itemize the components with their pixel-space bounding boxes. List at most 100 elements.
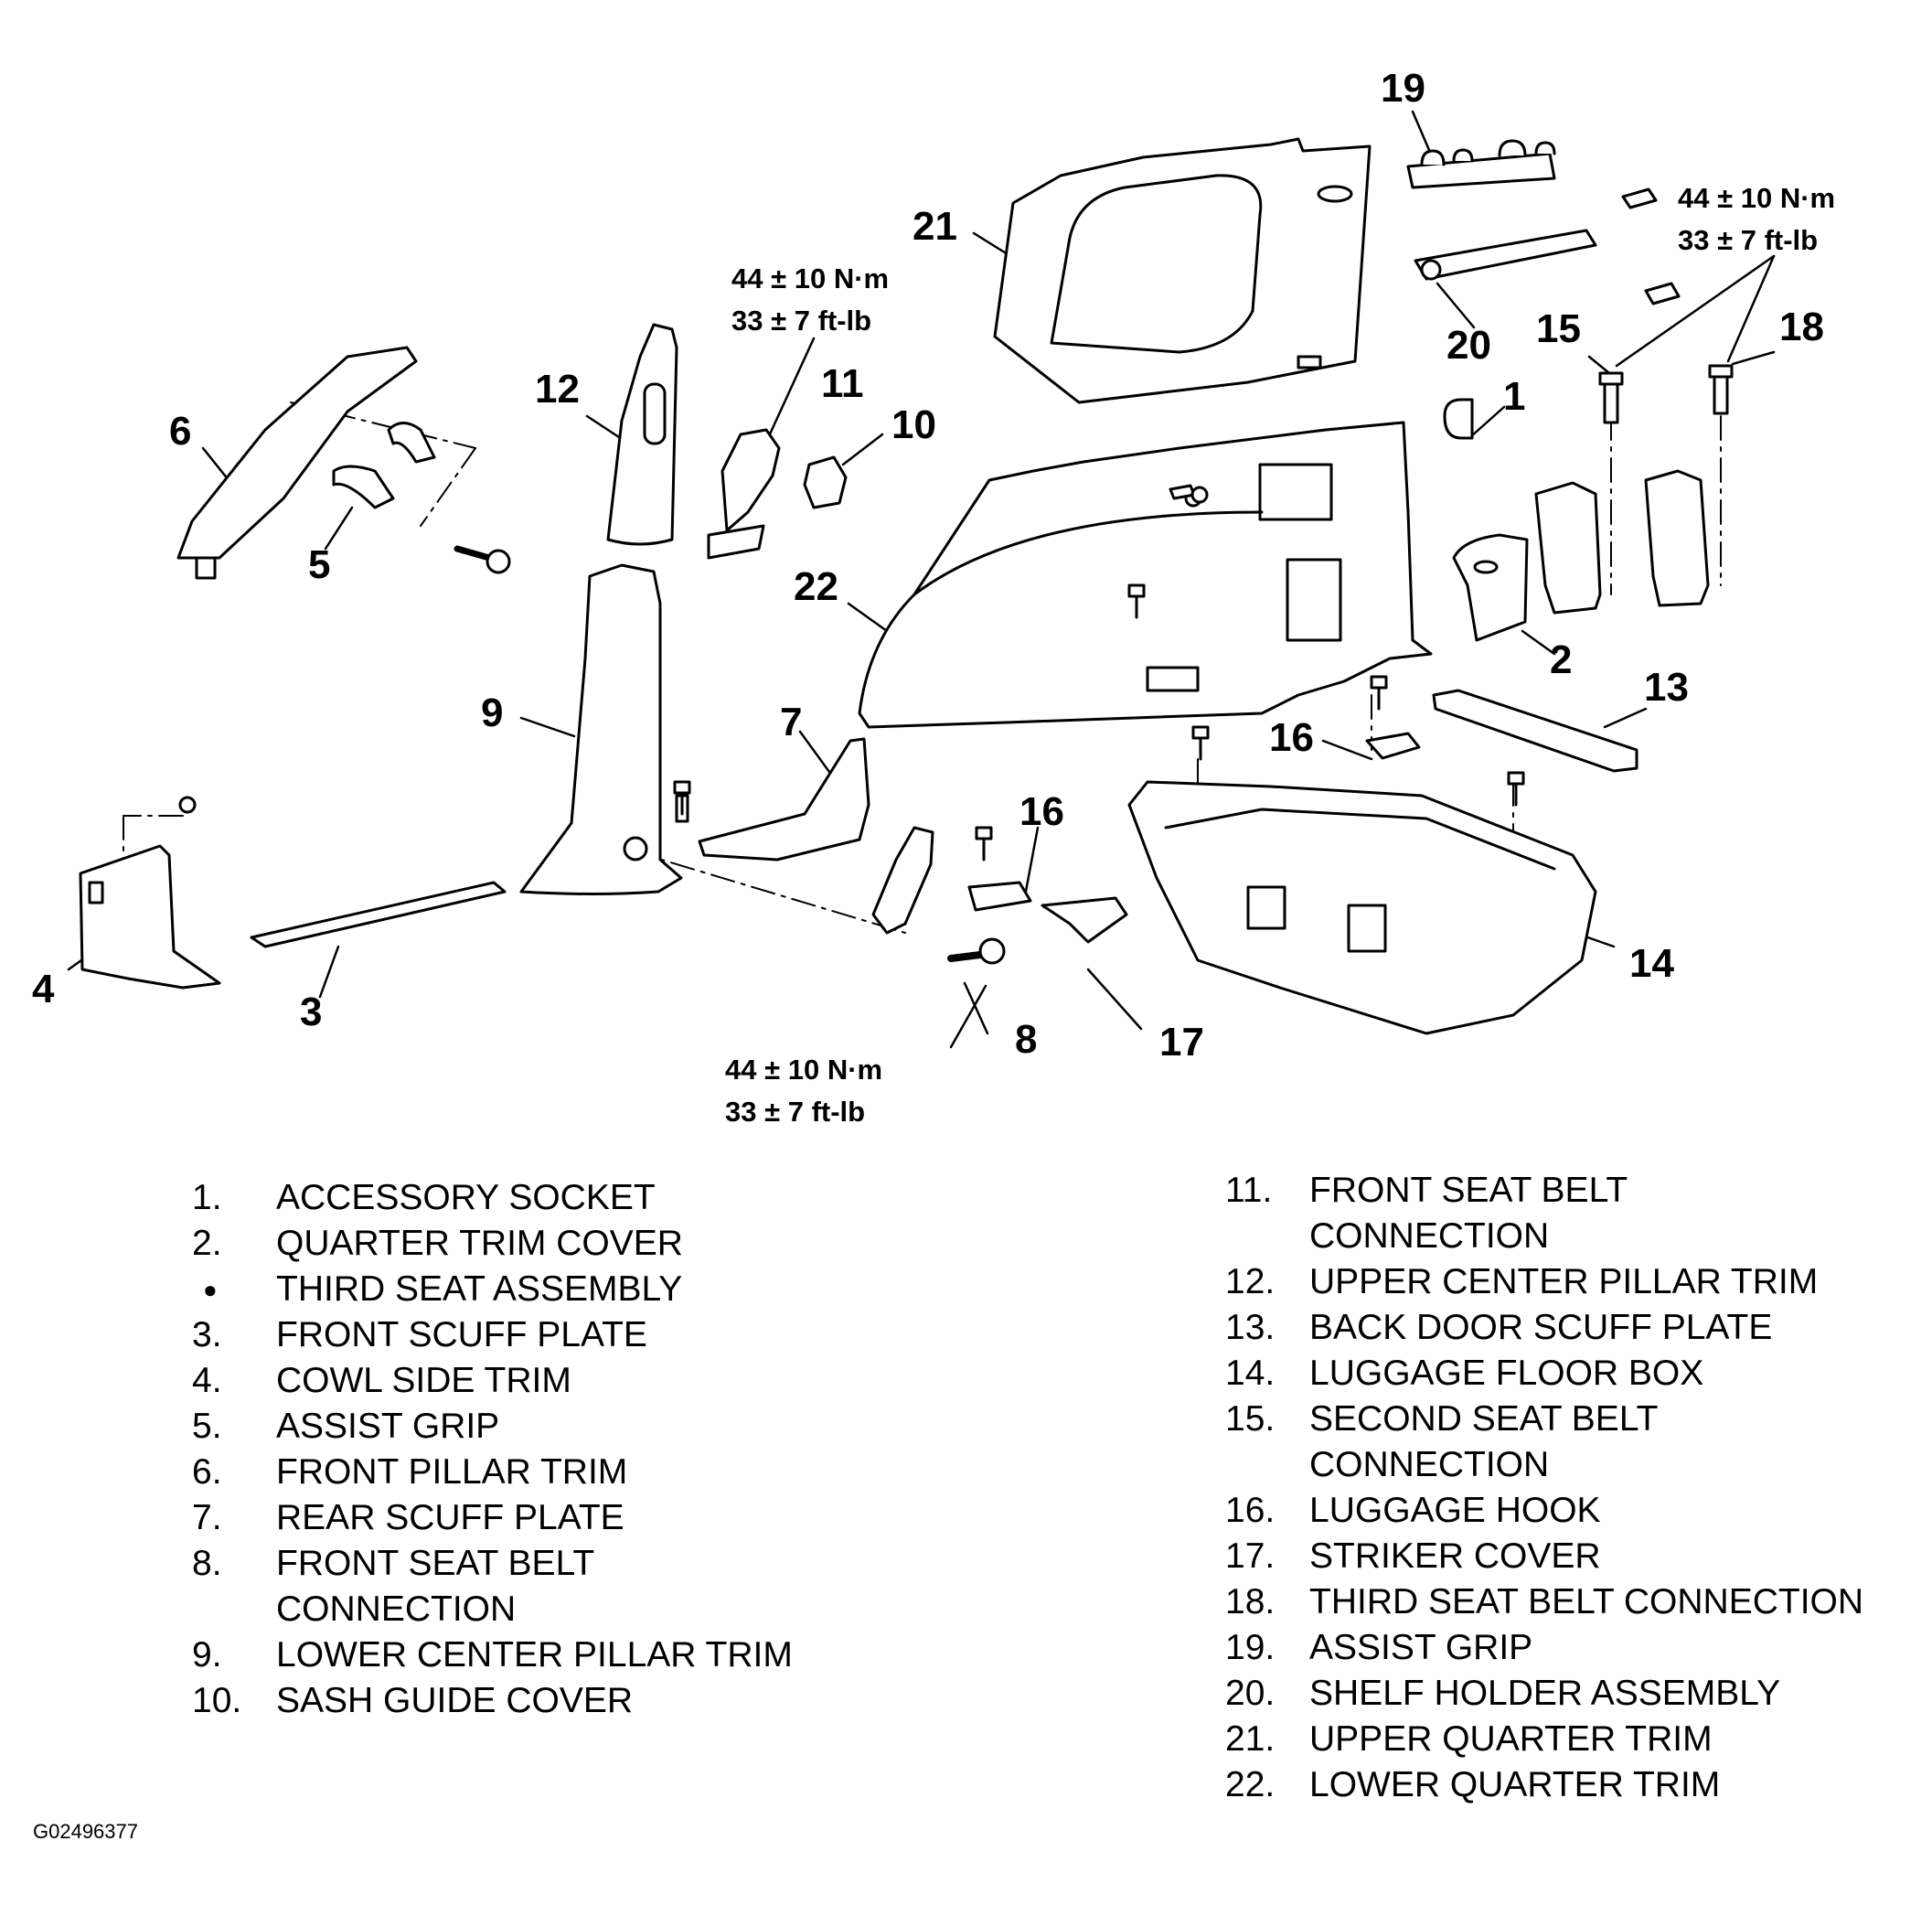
torque-spec-bottom: 44 ± 10 N·m 33 ± 7 ft-lb (725, 1049, 882, 1133)
legend-number: 18. (1225, 1582, 1276, 1621)
front-pillar-trim-part (176, 346, 418, 580)
legend-text: LUGGAGE HOOK (1309, 1491, 1601, 1530)
legend-text: THIRD SEAT ASSEMBLY (276, 1269, 683, 1309)
legend-number: 13. (1225, 1308, 1276, 1347)
luggage-floor-box-part (1127, 780, 1597, 1035)
legend-item: ● THIRD SEAT ASSEMBLY (192, 1267, 793, 1312)
legend-number: 2. (192, 1224, 222, 1263)
legend-number: 20. (1225, 1674, 1276, 1713)
legend-text: LOWER QUARTER TRIM (1309, 1765, 1721, 1804)
legend-text: CONNECTION (276, 1589, 517, 1629)
legend-item: 12.UPPER CENTER PILLAR TRIM (1225, 1259, 1863, 1305)
legend-number: 7. (192, 1498, 222, 1537)
legend-number: 17. (1225, 1536, 1276, 1576)
legend-text: LUGGAGE FLOOR BOX (1309, 1354, 1704, 1393)
callout-21: 21 (913, 204, 957, 249)
callout-19: 19 (1381, 66, 1425, 111)
callout-14: 14 (1629, 941, 1674, 986)
legend-text: CONNECTION (1309, 1216, 1550, 1256)
legend-item: 11. FRONT SEAT BELT (1225, 1168, 1863, 1214)
back-door-scuff-plate-part (1432, 689, 1638, 773)
legend-number (1225, 1442, 1309, 1488)
rear-scuff-plate-part (675, 737, 870, 862)
legend-text: SECOND SEAT BELT (1309, 1399, 1659, 1439)
torque-imperial: 33 ± 7 ft-lb (731, 305, 872, 337)
legend-item: 20. SHELF HOLDER ASSEMBLY (1225, 1671, 1863, 1717)
legend-number: 5. (192, 1407, 222, 1446)
legend-number: 16. (1225, 1491, 1276, 1530)
callout-6: 6 (169, 409, 192, 454)
legend-text: UPPER QUARTER TRIM (1309, 1719, 1713, 1759)
legend-item: 18.THIRD SEAT BELT CONNECTION (1225, 1579, 1863, 1625)
luggage-hook-part (967, 732, 1421, 912)
callout-5: 5 (308, 542, 331, 587)
torque-metric: 44 ± 10 N·m (725, 1054, 883, 1086)
torque-imperial: 33 ± 7 ft-lb (1678, 224, 1819, 256)
legend-text: FRONT SEAT BELT (276, 1544, 595, 1583)
callout-4: 4 (32, 967, 55, 1011)
legend-text: LOWER CENTER PILLAR TRIM (276, 1635, 793, 1675)
legend-bullet: ● (203, 1276, 218, 1303)
legend-item: 15.SECOND SEAT BELT (1225, 1397, 1863, 1442)
legend-text: FRONT SEAT BELT (1309, 1171, 1628, 1210)
legend-right: 11. FRONT SEAT BELT CONNECTION 12.UPPER C… (1225, 1168, 1863, 1808)
legend-item: 10.SASH GUIDE COVER (192, 1678, 793, 1724)
callout-7: 7 (780, 700, 803, 744)
callout-20: 20 (1446, 323, 1491, 368)
legend-item: 4.COWL SIDE TRIM (192, 1358, 793, 1404)
legend-text: STRIKER COVER (1309, 1536, 1601, 1576)
upper-center-pillar-trim-part (606, 323, 678, 546)
legend-item: CONNECTION (1225, 1442, 1863, 1488)
callout-9: 9 (481, 690, 504, 735)
front-seat-belt-connection-lower-part (871, 826, 1006, 965)
legend-number (192, 1587, 276, 1632)
callout-2: 2 (1550, 637, 1573, 682)
legend-left: 1.ACCESSORY SOCKET 2.QUARTER TRIM COVER … (192, 1175, 793, 1724)
legend-number: 11. (1225, 1171, 1273, 1210)
legend-text: BACK DOOR SCUFF PLATE (1309, 1308, 1773, 1347)
legend-item: 7. REAR SCUFF PLATE (192, 1495, 793, 1541)
legend-number: 6. (192, 1452, 222, 1492)
legend-item: 21. UPPER QUARTER TRIM (1225, 1717, 1863, 1762)
legend-text: ASSIST GRIP (1309, 1628, 1533, 1667)
legend-number: 14. (1225, 1354, 1276, 1393)
torque-metric: 44 ± 10 N·m (1678, 182, 1836, 214)
legend-item: 13. BACK DOOR SCUFF PLATE (1225, 1305, 1863, 1351)
callout-1: 1 (1503, 374, 1526, 419)
sash-guide-cover-part (803, 455, 848, 509)
callout-22: 22 (794, 564, 838, 609)
callout-12: 12 (535, 367, 580, 412)
upper-quarter-trim-part (993, 137, 1372, 404)
legend-number: 9. (192, 1635, 222, 1675)
legend-number: 19. (1225, 1628, 1276, 1667)
legend-item: CONNECTION (1225, 1214, 1863, 1259)
leader-lines (67, 110, 1776, 1049)
legend-text: ACCESSORY SOCKET (276, 1178, 656, 1217)
legend-number: 4. (192, 1361, 222, 1400)
legend-item: CONNECTION (192, 1587, 793, 1632)
striker-cover-part (1041, 896, 1128, 944)
legend-item: 1. ACCESSORY SOCKET (192, 1175, 793, 1221)
screws-part (673, 484, 1525, 862)
front-seat-belt-connection-upper-part (707, 428, 781, 560)
callout-16b: 16 (1019, 789, 1064, 834)
callout-11: 11 (821, 361, 864, 406)
assist-grip-front-part (332, 422, 511, 574)
callout-8: 8 (1015, 1017, 1038, 1062)
legend-text: UPPER CENTER PILLAR TRIM (1309, 1262, 1819, 1301)
legend-number: 21. (1225, 1719, 1276, 1759)
legend-text: SHELF HOLDER ASSEMBLY (1309, 1674, 1781, 1713)
legend-text: SASH GUIDE COVER (276, 1681, 634, 1720)
callout-16a: 16 (1269, 715, 1314, 760)
callout-3: 3 (300, 990, 323, 1034)
legend-item: 9. LOWER CENTER PILLAR TRIM (192, 1632, 793, 1678)
legend-item: 5.ASSIST GRIP (192, 1404, 793, 1450)
torque-imperial: 33 ± 7 ft-lb (725, 1096, 866, 1128)
legend-number: 3. (192, 1315, 222, 1354)
legend-number: 8. (192, 1544, 222, 1583)
legend-item: 16. LUGGAGE HOOK (1225, 1488, 1863, 1534)
quarter-trim-cover-part (1452, 533, 1529, 642)
legend-number: 1. (192, 1178, 222, 1217)
callout-17: 17 (1159, 1020, 1204, 1065)
legend-text: REAR SCUFF PLATE (276, 1498, 624, 1537)
